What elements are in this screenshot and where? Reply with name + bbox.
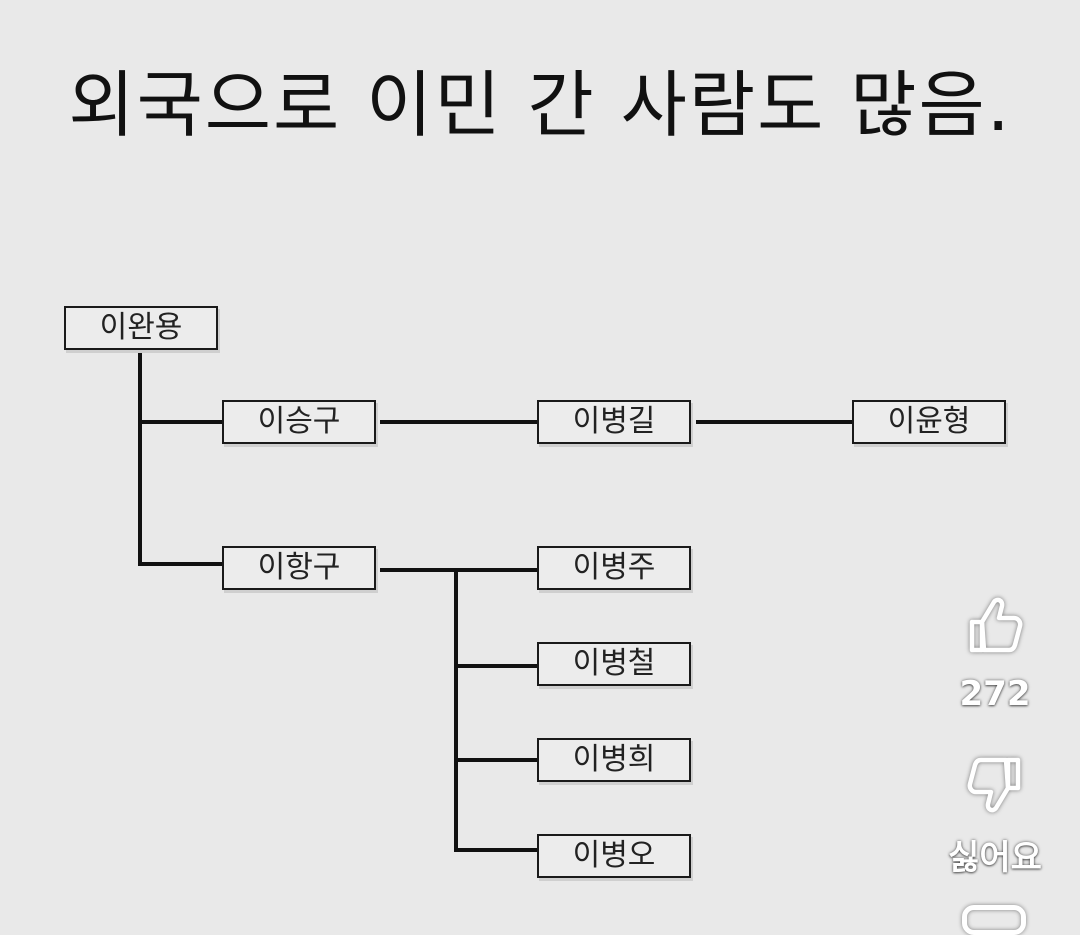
connector-to-grandson-5 [454,848,538,852]
tree-node-grandson-3: 이병철 [537,642,691,686]
thumbs-up-icon [930,590,1060,660]
thumbs-down-icon [930,750,1060,820]
tree-node-son-1: 이승구 [222,400,376,444]
tree-node-root: 이완용 [64,306,218,350]
comment-icon[interactable] [962,905,1026,935]
dislike-label: 싫어요 [948,838,1042,878]
tree-node-grandson-5: 이병오 [537,834,691,878]
slide-headline: 외국으로 이민 간 사람도 많음. [68,63,1012,147]
connector-to-grandson-3 [454,664,538,668]
dislike-button[interactable]: 싫어요 [930,750,1060,879]
like-count: 272 [959,674,1031,714]
tree-node-great-grandson: 이윤형 [852,400,1006,444]
connector-son-2-horizontal [380,568,538,572]
like-button[interactable]: 272 [930,590,1060,714]
connector-grandson-to-great-grandson [696,420,854,424]
connector-to-grandson-4 [454,758,538,762]
connector-root-to-son-1 [138,420,224,424]
connector-son-2-vertical [454,568,458,852]
connector-son-1-to-grandson [380,420,538,424]
tree-node-grandson-4: 이병희 [537,738,691,782]
tree-node-grandson-2: 이병주 [537,546,691,590]
connector-root-to-son-2 [138,562,224,566]
tree-node-son-2: 이항구 [222,546,376,590]
tree-node-grandson-1: 이병길 [537,400,691,444]
connector-root-vertical [138,351,142,565]
